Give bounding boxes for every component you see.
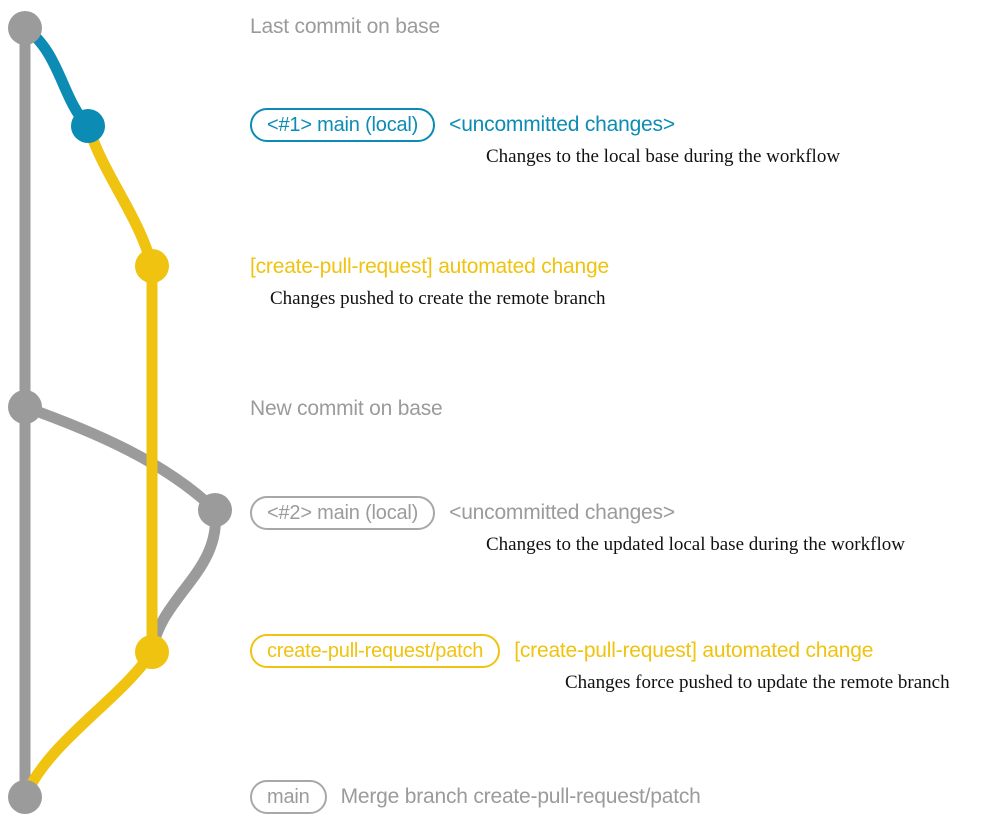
commit-row-head: New commit on base bbox=[250, 392, 443, 426]
graph-edges bbox=[19, 22, 221, 803]
commit-row-merge-commit: main Merge branch create-pull-request/pa… bbox=[250, 780, 701, 814]
commit-subline: Changes pushed to create the remote bran… bbox=[270, 288, 606, 309]
commit-row-head: <#1> main (local) <uncommitted changes> bbox=[250, 108, 840, 142]
commit-node-local-1[interactable] bbox=[71, 109, 105, 143]
branch-badge-main-local-2[interactable]: <#2> main (local) bbox=[250, 496, 436, 530]
edge-remote2-to-merge bbox=[19, 646, 158, 803]
commit-node-base-merge[interactable] bbox=[8, 780, 42, 814]
commit-row-head: main Merge branch create-pull-request/pa… bbox=[250, 780, 701, 814]
commit-node-remote-1[interactable] bbox=[135, 249, 169, 283]
commit-headline: Merge branch create-pull-request/patch bbox=[340, 785, 701, 808]
edge-base-to-local2 bbox=[19, 401, 221, 516]
commit-subline: Changes to the updated local base during… bbox=[486, 534, 905, 555]
commit-row-head: <#2> main (local) <uncommitted changes> bbox=[250, 496, 905, 530]
commit-headline: <uncommitted changes> bbox=[449, 113, 675, 136]
commit-subline: Changes force pushed to update the remot… bbox=[565, 672, 950, 693]
commit-row-remote-commit-1: [create-pull-request] automated change C… bbox=[250, 250, 609, 310]
commit-node-base-new[interactable] bbox=[8, 390, 42, 424]
commit-node-base-last[interactable] bbox=[8, 11, 42, 45]
branch-badge-main[interactable]: main bbox=[250, 780, 327, 814]
commit-headline: Last commit on base bbox=[250, 15, 440, 38]
commit-headline: <uncommitted changes> bbox=[449, 501, 675, 524]
commit-headline: [create-pull-request] automated change bbox=[514, 639, 874, 662]
edge-local1-to-remote1 bbox=[82, 120, 158, 272]
commit-node-remote-2[interactable] bbox=[135, 635, 169, 669]
commit-subline: Changes to the local base during the wor… bbox=[486, 146, 841, 167]
commit-row-head: create-pull-request/patch [create-pull-r… bbox=[250, 634, 950, 668]
commit-row-last-commit-on-base: Last commit on base bbox=[250, 10, 440, 44]
branch-badge-main-local-1[interactable]: <#1> main (local) bbox=[250, 108, 436, 142]
commit-row-new-commit-on-base: New commit on base bbox=[250, 392, 443, 426]
commit-row-head: [create-pull-request] automated change bbox=[250, 250, 609, 284]
commit-headline: [create-pull-request] automated change bbox=[250, 255, 609, 278]
graph-nodes bbox=[8, 11, 232, 814]
commit-row-local-commit-2: <#2> main (local) <uncommitted changes> … bbox=[250, 496, 905, 556]
commit-row-local-commit-1: <#1> main (local) <uncommitted changes> … bbox=[250, 108, 840, 168]
commit-row-remote-commit-2: create-pull-request/patch [create-pull-r… bbox=[250, 634, 950, 694]
branch-badge-create-pull-request-patch[interactable]: create-pull-request/patch bbox=[250, 634, 501, 668]
commit-headline: New commit on base bbox=[250, 397, 443, 420]
commit-row-head: Last commit on base bbox=[250, 10, 440, 44]
commit-node-local-2[interactable] bbox=[198, 493, 232, 527]
